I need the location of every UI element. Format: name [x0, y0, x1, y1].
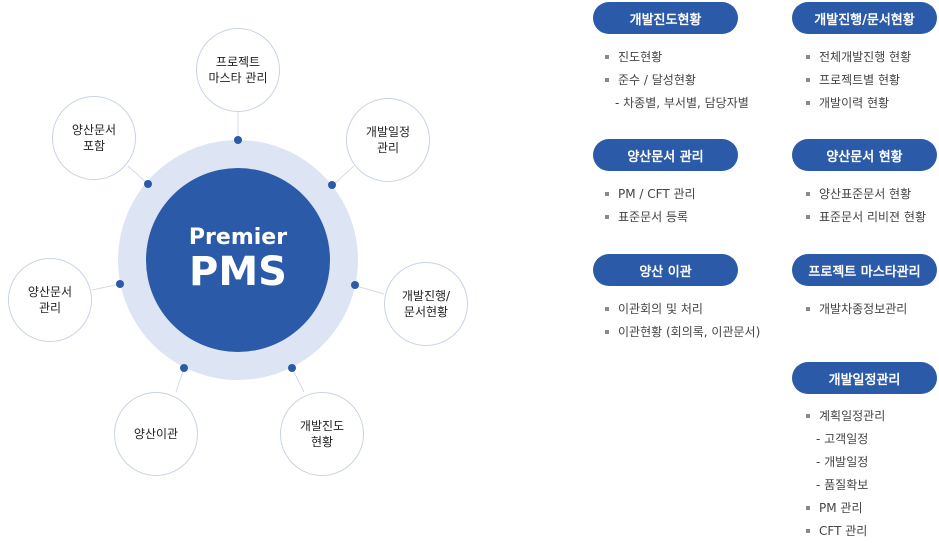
bullet-icon [605, 214, 609, 219]
panel-dev-schedule-list: 계획일정관리 - 고객일정 - 개발일정 - 품질확보 PM 관리 CFT 관리 [806, 405, 885, 543]
bullet-icon [605, 77, 609, 82]
pms-diagram: Premier PMS 프로젝트 마스타 관리 개발일정 관리 개발진행/ 문서… [8, 28, 468, 476]
node-transfer[interactable]: 양산이관 [114, 392, 198, 476]
list-item: CFT 관리 [806, 520, 885, 543]
node-docs-include[interactable]: 양산문서 포함 [52, 96, 136, 180]
list-item-text: 프로젝트별 현황 [819, 73, 901, 87]
hub-circle: Premier PMS [146, 168, 330, 352]
bullet-icon [605, 54, 609, 59]
list-item-text: - 차종별, 부서별, 담당자별 [615, 96, 749, 110]
list-item-text: PM 관리 [819, 501, 863, 515]
panel-docs-manage-title[interactable]: 양산문서 관리 [593, 139, 738, 171]
list-item: 개발차종정보관리 [806, 298, 907, 321]
connector-dot [144, 180, 152, 188]
connector-dot [116, 280, 124, 288]
node-dev-progress[interactable]: 개발진도 현황 [280, 392, 364, 476]
bullet-icon [806, 413, 810, 418]
list-item-text: 전체개발진행 현황 [819, 50, 912, 64]
list-item: 표준문서 리비젼 현황 [806, 206, 926, 229]
list-item: 진도현황 [605, 46, 749, 69]
list-item-text: 계획일정관리 [819, 409, 886, 423]
list-item-text: 준수 / 달성현황 [618, 73, 696, 87]
hub-title: Premier [188, 225, 288, 250]
panel-dev-progress-title[interactable]: 개발진도현황 [593, 2, 738, 34]
list-item: - 개발일정 [806, 451, 885, 474]
connector-dot [351, 281, 359, 289]
list-item-text: 양산표준문서 현황 [819, 187, 912, 201]
hub-subtitle: PMS [189, 249, 287, 295]
panel-docs-status-title[interactable]: 양산문서 현황 [792, 139, 937, 171]
node-project-master[interactable]: 프로젝트 마스타 관리 [196, 28, 280, 112]
panel-project-master-list: 개발차종정보관리 [806, 298, 907, 321]
panel-dev-schedule-title[interactable]: 개발일정관리 [792, 362, 937, 394]
list-item-text: - 개발일정 [816, 455, 869, 469]
panel-project-master-title[interactable]: 프로젝트 마스타관리 [792, 254, 937, 286]
list-item: 개발이력 현황 [806, 92, 911, 115]
list-item: - 고객일정 [806, 428, 885, 451]
list-item-text: - 고객일정 [816, 432, 869, 446]
connector-dot [180, 364, 188, 372]
bullet-icon [806, 54, 810, 59]
list-item: 프로젝트별 현황 [806, 69, 911, 92]
connector-dot [234, 136, 242, 144]
list-item-text: 개발차종정보관리 [819, 302, 908, 316]
node-docs-manage[interactable]: 양산문서 관리 [8, 258, 92, 342]
list-item: PM 관리 [806, 497, 885, 520]
list-item: 표준문서 등록 [605, 206, 696, 229]
bullet-icon [806, 77, 810, 82]
list-item-text: PM / CFT 관리 [618, 187, 696, 201]
list-item: 전체개발진행 현황 [806, 46, 911, 69]
node-dev-schedule[interactable]: 개발일정 관리 [346, 98, 430, 182]
list-item: 이관회의 및 처리 [605, 298, 760, 321]
list-item-text: 표준문서 등록 [618, 210, 689, 224]
list-item-text: 이관회의 및 처리 [618, 302, 703, 316]
list-item: PM / CFT 관리 [605, 183, 696, 206]
panel-dev-status-docs-title[interactable]: 개발진행/문서현황 [792, 2, 937, 34]
connector-dot [328, 181, 336, 189]
connector-dot [288, 364, 296, 372]
bullet-icon [806, 306, 810, 311]
list-item: 이관현황 (회의록, 이관문서) [605, 321, 760, 344]
bullet-icon [806, 100, 810, 105]
bullet-icon [605, 306, 609, 311]
list-item-text: 개발이력 현황 [819, 96, 890, 110]
list-item: 준수 / 달성현황 [605, 69, 749, 92]
list-item-text: 표준문서 리비젼 현황 [819, 210, 926, 224]
bullet-icon [605, 191, 609, 196]
list-item-text: CFT 관리 [819, 524, 868, 538]
node-dev-progress-docs[interactable]: 개발진행/ 문서현황 [384, 262, 468, 346]
bullet-icon [806, 505, 810, 510]
bullet-icon [605, 329, 609, 334]
bullet-icon [806, 214, 810, 219]
bullet-icon [806, 191, 810, 196]
list-item: - 품질확보 [806, 474, 885, 497]
list-item: 계획일정관리 [806, 405, 885, 428]
list-item-text: 진도현황 [618, 50, 663, 64]
panel-transfer-title[interactable]: 양산 이관 [593, 254, 738, 286]
list-item-text: 이관현황 (회의록, 이관문서) [618, 325, 761, 339]
list-item: 양산표준문서 현황 [806, 183, 926, 206]
list-item: - 차종별, 부서별, 담당자별 [605, 92, 749, 115]
list-item-text: - 품질확보 [816, 478, 869, 492]
bullet-icon [806, 528, 810, 533]
